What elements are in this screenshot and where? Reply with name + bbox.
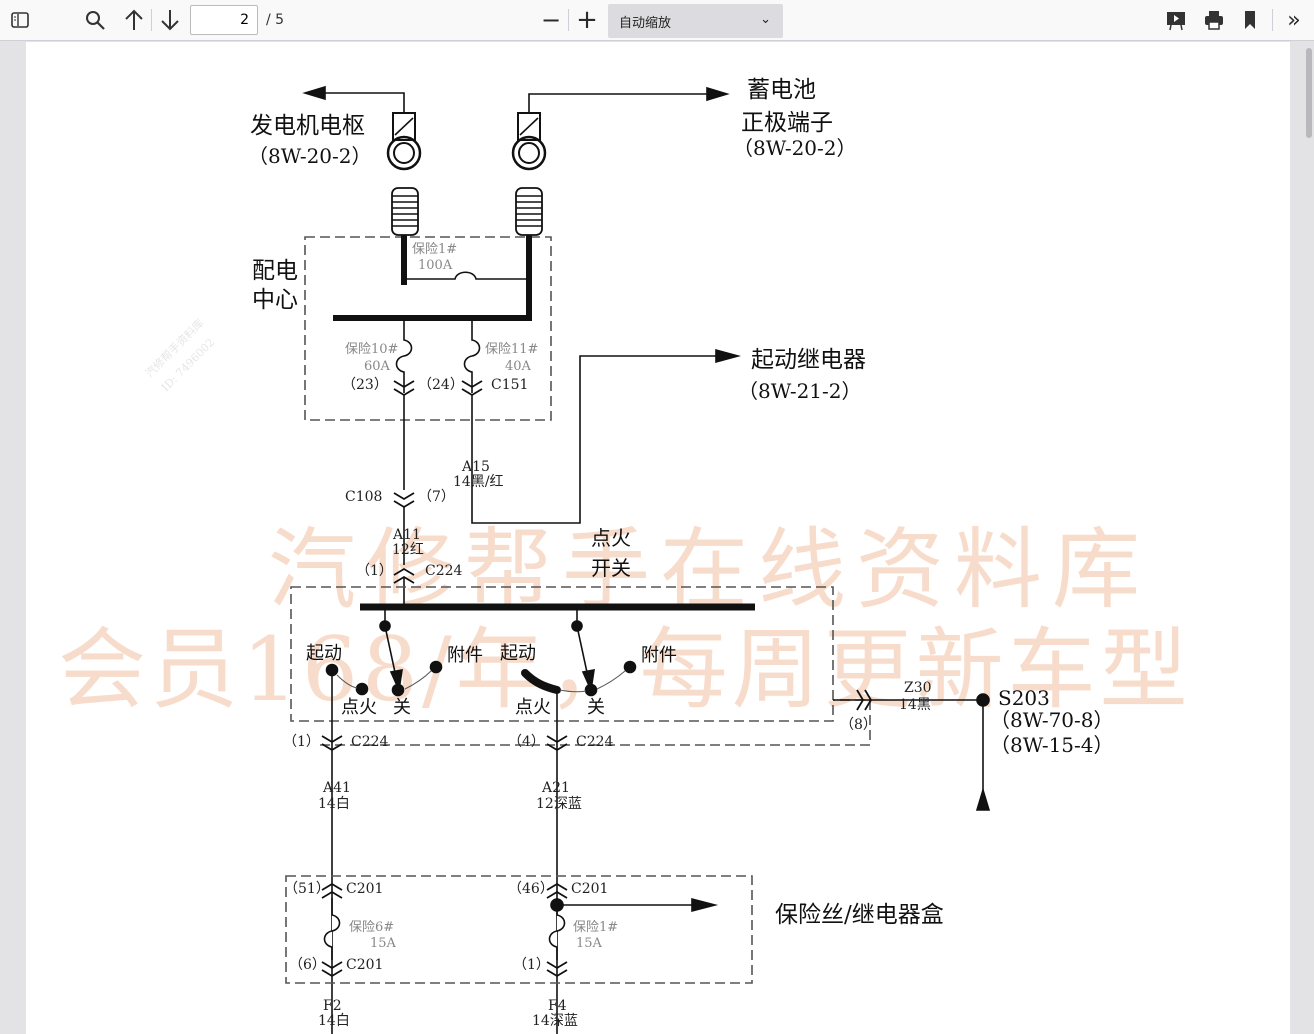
scrollbar[interactable]: [1304, 42, 1314, 1034]
scrollbar-thumb[interactable]: [1306, 48, 1312, 138]
arrow-up-icon[interactable]: [122, 8, 146, 32]
print-icon[interactable]: [1202, 8, 1226, 32]
zoom-in-button[interactable]: +: [576, 5, 598, 35]
sidebar-toggle-icon[interactable]: [8, 8, 32, 32]
chevron-down-icon: ⌄: [760, 12, 771, 27]
zoom-out-button[interactable]: −: [540, 6, 562, 34]
zoom-value: 自动缩放: [619, 15, 672, 31]
pdf-page: [26, 42, 1290, 1034]
search-icon[interactable]: [83, 8, 107, 32]
arrow-down-icon[interactable]: [158, 8, 182, 32]
pdf-toolbar: / 5 − + 自动缩放 ⌄ »: [0, 0, 1314, 41]
double-chevron-icon[interactable]: »: [1287, 7, 1301, 33]
zoom-select[interactable]: 自动缩放 ⌄: [608, 4, 783, 38]
page-number-input[interactable]: [190, 5, 258, 35]
page-count: / 5: [266, 12, 285, 28]
presentation-icon[interactable]: [1164, 8, 1188, 32]
bookmark-icon[interactable]: [1240, 8, 1260, 32]
